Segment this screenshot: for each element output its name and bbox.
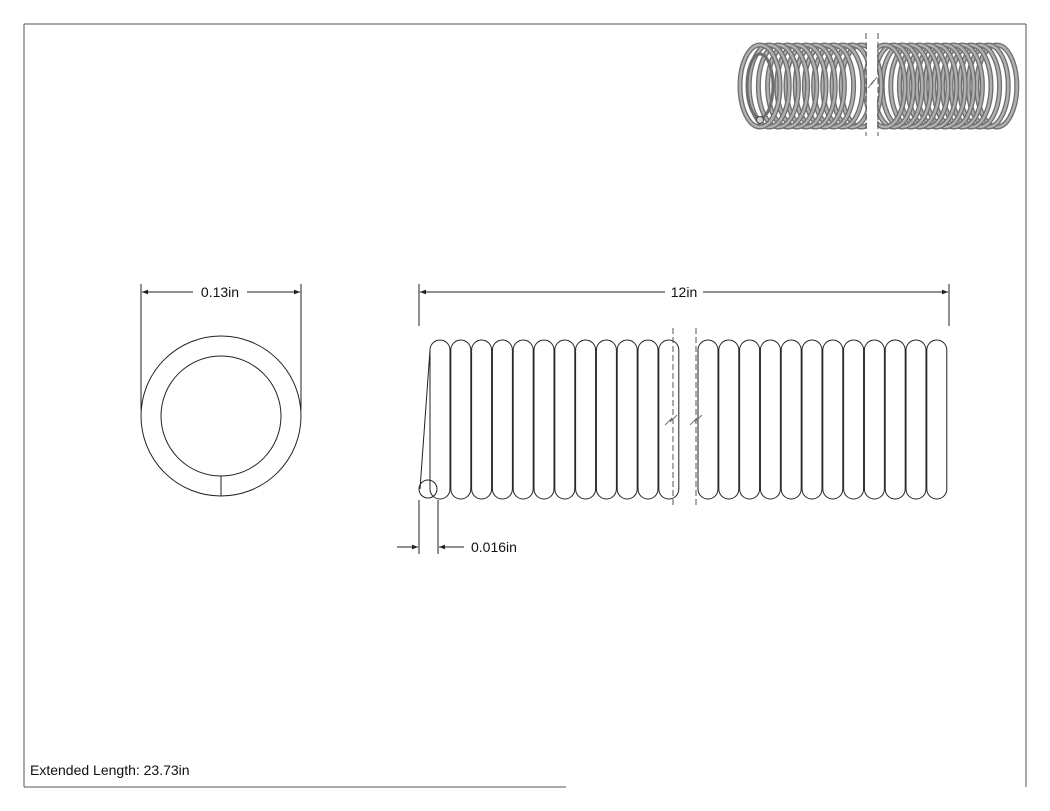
diameter-dimension: [140, 284, 302, 410]
side-coil: [863, 339, 885, 500]
wire-label: 0.016in: [471, 539, 517, 555]
iso-coil-highlight: [924, 43, 967, 129]
isometric-view: [737, 33, 1020, 136]
iso-coil-highlight: [915, 43, 958, 129]
side-coil: [637, 339, 659, 500]
side-break-lines: [672, 328, 697, 508]
side-coil: [658, 339, 680, 500]
length-dimension: [418, 284, 950, 326]
iso-coil-highlight: [766, 43, 809, 129]
iso-coil-highlight: [794, 43, 837, 129]
length-label: 12in: [671, 284, 697, 300]
iso-coil-highlight: [748, 43, 791, 129]
side-coil: [926, 339, 948, 500]
side-break-mark-left: [664, 414, 678, 426]
iso-coil-highlight: [898, 43, 941, 129]
side-coil: [905, 339, 927, 500]
iso-coils: [737, 42, 1020, 130]
iso-coil-highlight: [812, 43, 855, 129]
side-coil: [616, 339, 638, 500]
iso-coil-highlight: [958, 43, 1001, 129]
side-coil: [780, 339, 802, 500]
side-coil: [884, 339, 906, 500]
side-coil: [575, 339, 597, 500]
iso-coil-highlight: [889, 43, 932, 129]
wire-dimension: [397, 500, 464, 554]
side-coil: [801, 339, 823, 500]
iso-wire-end: [756, 116, 764, 124]
iso-coil-highlight: [840, 43, 883, 129]
side-coil: [533, 339, 555, 500]
end-view-outer-circle: [140, 335, 302, 497]
iso-coil-highlight: [784, 43, 828, 129]
side-coil: [843, 339, 865, 500]
side-coil: [759, 339, 781, 500]
extended-length-note: Extended Length: 23.73in: [30, 762, 190, 778]
iso-coil-highlight: [975, 43, 1018, 129]
iso-coil-highlight: [941, 43, 984, 129]
side-coil: [554, 339, 576, 500]
diameter-label: 0.13in: [201, 284, 239, 300]
side-break-mark-right: [689, 414, 703, 426]
side-coil: [512, 339, 534, 500]
iso-coil-highlight: [738, 43, 782, 129]
iso-coil-highlight: [757, 43, 800, 129]
iso-break-lines: [865, 33, 879, 136]
iso-coil-highlight: [775, 43, 818, 129]
side-view-coils: [418, 339, 948, 500]
side-coil: [595, 339, 617, 500]
side-coil-lead: [419, 349, 431, 490]
side-coil: [429, 339, 451, 500]
side-coil: [739, 339, 761, 500]
side-coil: [450, 339, 472, 500]
iso-coil-highlight: [949, 43, 993, 129]
side-coil: [697, 339, 719, 500]
side-coil: [491, 339, 513, 500]
iso-coil-highlight: [821, 43, 864, 129]
side-coil: [471, 339, 493, 500]
side-coil: [718, 339, 740, 500]
iso-coil-highlight: [803, 43, 846, 129]
iso-coil-highlight: [967, 43, 1010, 129]
end-view: [140, 335, 302, 497]
wire-end-section: [418, 479, 438, 499]
iso-coil-highlight: [932, 43, 975, 129]
iso-break-mark: [867, 76, 878, 89]
sheet-border: [23, 23, 1027, 788]
end-view-inner-circle: [160, 355, 282, 477]
iso-coil-highlight: [906, 43, 950, 129]
side-coil: [822, 339, 844, 500]
